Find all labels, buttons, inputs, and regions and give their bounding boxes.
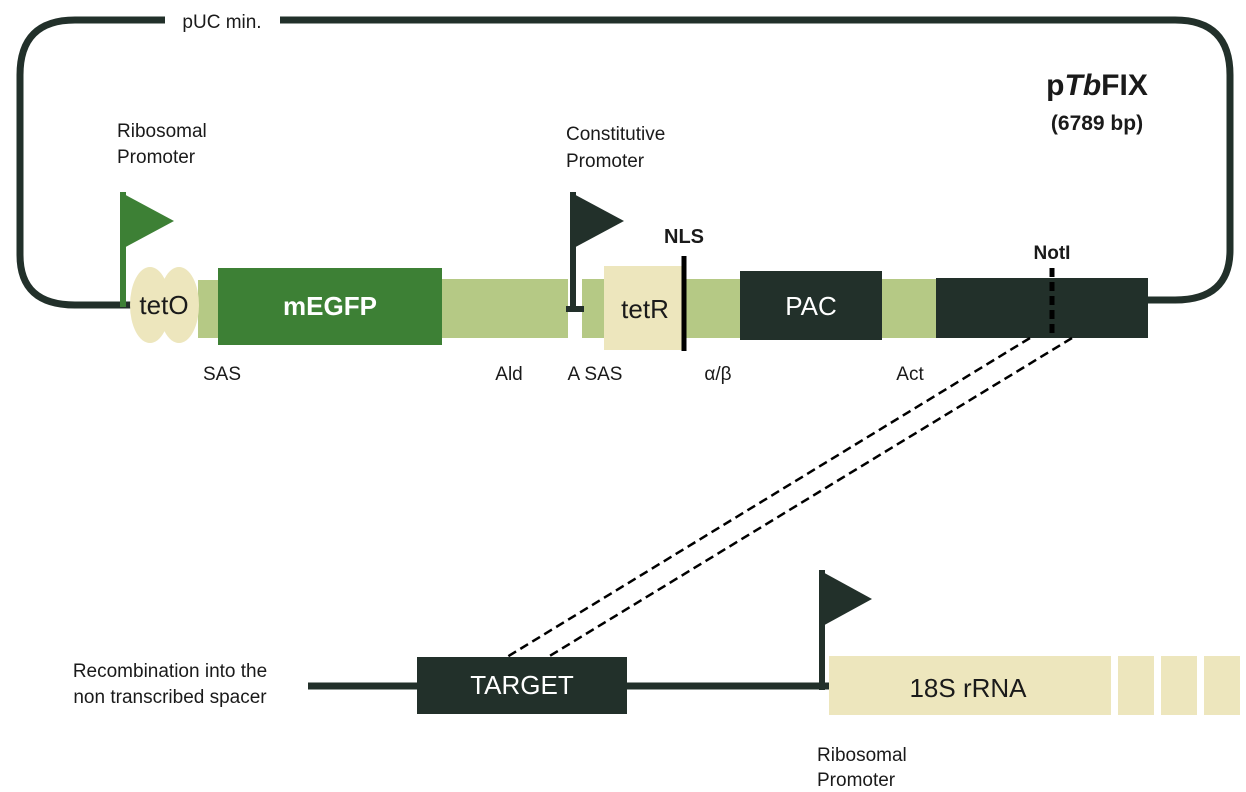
plasmid-name: pTbFIX [1046, 69, 1148, 102]
utr-alpha-beta [682, 279, 742, 338]
tetr-label: tetR [621, 294, 669, 324]
label-sas: SAS [203, 364, 241, 385]
genome-promoter-label-bottom: Promoter [817, 770, 896, 791]
teto-oval-left [130, 267, 170, 343]
rrna-gene [829, 656, 1111, 715]
rrna-block-2 [1118, 656, 1154, 715]
plasmid-backbone [16, 16, 165, 309]
teto-label: tetO [139, 290, 188, 320]
recombination-line-1 [506, 336, 1031, 659]
rrna-block-3 [1161, 656, 1197, 715]
pac-label: PAC [785, 291, 837, 321]
plasmid-name-suffix: FIX [1101, 69, 1148, 102]
genome-promoter-label-top: Ribosomal [817, 745, 907, 766]
label-ald: Ald [495, 364, 522, 385]
teto-oval-right [159, 267, 199, 343]
megfp-label: mEGFP [283, 291, 377, 321]
rrna-label: 18S rRNA [909, 673, 1027, 703]
rrna-block-4 [1204, 656, 1240, 715]
recombination-caption-line2: non transcribed spacer [73, 687, 267, 708]
nls-label: NLS [664, 226, 704, 248]
ribosomal-promoter-label-bottom: Promoter [117, 147, 196, 168]
utr-act [881, 279, 938, 338]
ribosomal-promoter-label-top: Ribosomal [117, 121, 207, 142]
target-label: TARGET [470, 670, 574, 700]
noti-label: NotI [1034, 243, 1071, 264]
utr-ald [440, 279, 568, 338]
target-region [417, 657, 627, 714]
megfp-gene [218, 268, 442, 345]
label-a-sas: A SAS [568, 364, 623, 385]
targeting-fragment [936, 278, 1148, 338]
constitutive-promoter-label-bottom: Promoter [566, 151, 645, 172]
constitutive-promoter-label-top: Constitutive [566, 124, 665, 145]
genome-promoter-flag-icon [819, 570, 872, 628]
label-act: Act [896, 364, 924, 385]
ribosomal-promoter-flag-icon [120, 192, 174, 250]
plasmid-name-prefix: p [1046, 69, 1064, 102]
backbone-label: pUC min. [182, 12, 261, 33]
plasmid-size: (6789 bp) [1051, 112, 1143, 135]
utr-a-sas [582, 279, 606, 338]
label-alpha-beta: α/β [704, 364, 731, 385]
plasmid-name-italic: Tb [1065, 69, 1102, 102]
constitutive-promoter-flag-icon [570, 192, 624, 250]
recombination-caption-line1: Recombination into the [73, 661, 267, 682]
pac-gene [740, 271, 882, 340]
utr-sas [198, 280, 220, 338]
plasmid-backbone-right [280, 16, 1234, 304]
recombination-line-2 [547, 336, 1073, 659]
tetr-gene [604, 266, 684, 350]
